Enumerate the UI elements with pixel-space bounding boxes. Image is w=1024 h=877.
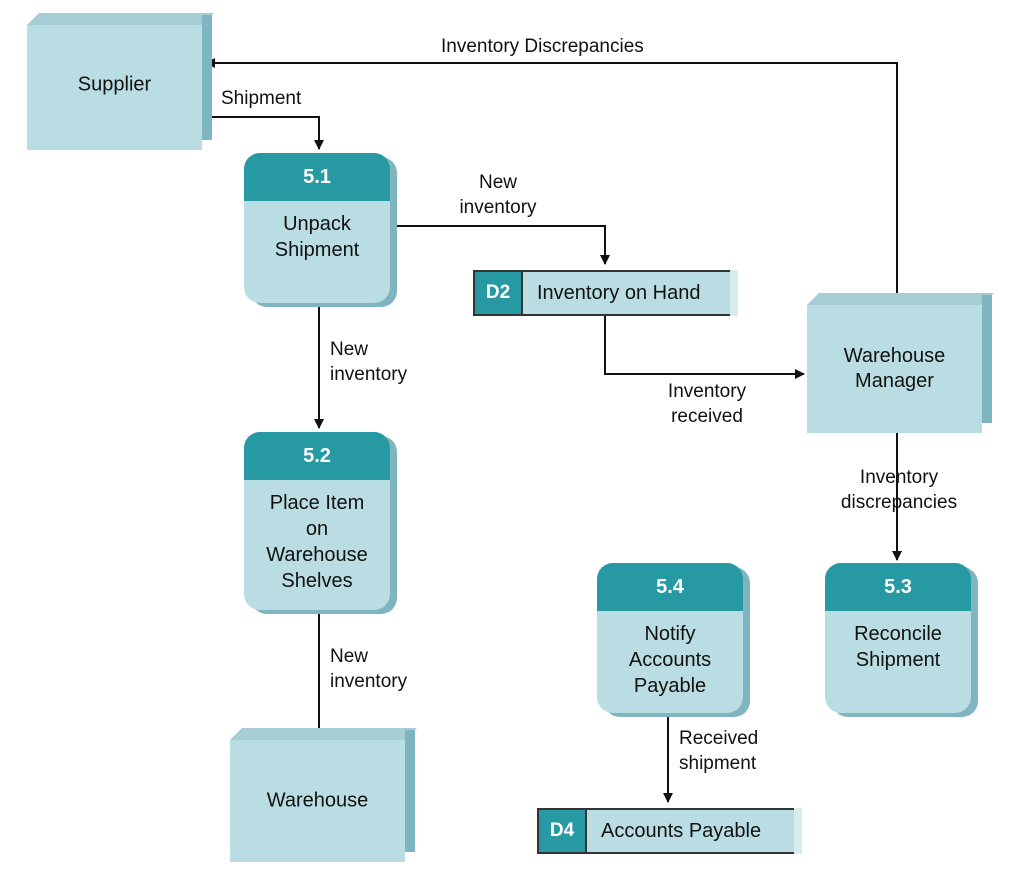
arrow-supplier-to-5-1 xyxy=(204,116,324,150)
process-5-3-label: Reconcile Shipment xyxy=(854,623,942,671)
process-5-1-id: 5.1 xyxy=(244,153,390,201)
data-store-d2-id: D2 xyxy=(473,272,523,314)
process-5-4: 5.4 Notify Accounts Payable xyxy=(597,563,743,713)
entity-warehouse-manager: Warehouse Manager xyxy=(807,293,994,433)
arrow-5-1-to-d2 xyxy=(396,225,610,265)
process-5-2-label: Place Item on Warehouse Shelves xyxy=(266,492,368,592)
process-5-2: 5.2 Place Item on Warehouse Shelves xyxy=(244,432,390,610)
flow-label-new-inventory-to-5-2: New inventory xyxy=(330,339,408,385)
data-store-d4: D4 Accounts Payable xyxy=(537,808,794,854)
flow-label-shipment: Shipment xyxy=(221,88,302,109)
data-store-d2-name: Inventory on Hand xyxy=(537,281,701,304)
process-5-2-id: 5.2 xyxy=(244,432,390,480)
data-store-d4-id: D4 xyxy=(537,810,587,852)
process-5-1-label: Unpack Shipment xyxy=(274,213,360,261)
process-5-4-id: 5.4 xyxy=(597,563,743,611)
flow-label-inventory-discrepancies-lower: Inventory discrepancies xyxy=(840,467,958,513)
entity-warehouse: Warehouse xyxy=(230,728,417,862)
flow-label-inventory-discrepancies-top: Inventory Discrepancies xyxy=(441,36,644,57)
entity-supplier-label: Supplier xyxy=(77,73,152,96)
flow-label-new-inventory-to-d2: New inventory xyxy=(459,172,537,218)
process-5-4-label: Notify Accounts Payable xyxy=(628,623,712,697)
data-store-d2: D2 Inventory on Hand xyxy=(473,270,730,316)
flow-label-received-shipment: Received shipment xyxy=(679,728,759,774)
process-5-1: 5.1 Unpack Shipment xyxy=(244,153,390,303)
flow-label-new-inventory-to-warehouse: New inventory xyxy=(330,646,408,692)
entity-warehouse-label: Warehouse xyxy=(266,789,369,812)
arrow-warehouse-manager-to-supplier xyxy=(205,58,898,303)
process-5-3: 5.3 Reconcile Shipment xyxy=(825,563,971,713)
entity-warehouse-manager-label: Warehouse Manager xyxy=(843,345,946,392)
data-store-d4-name: Accounts Payable xyxy=(601,819,762,842)
entity-supplier: Supplier xyxy=(27,13,214,150)
arrow-d2-to-warehouse-manager xyxy=(604,314,805,379)
flow-label-inventory-received: Inventory received xyxy=(667,381,747,427)
process-5-3-id: 5.3 xyxy=(825,563,971,611)
